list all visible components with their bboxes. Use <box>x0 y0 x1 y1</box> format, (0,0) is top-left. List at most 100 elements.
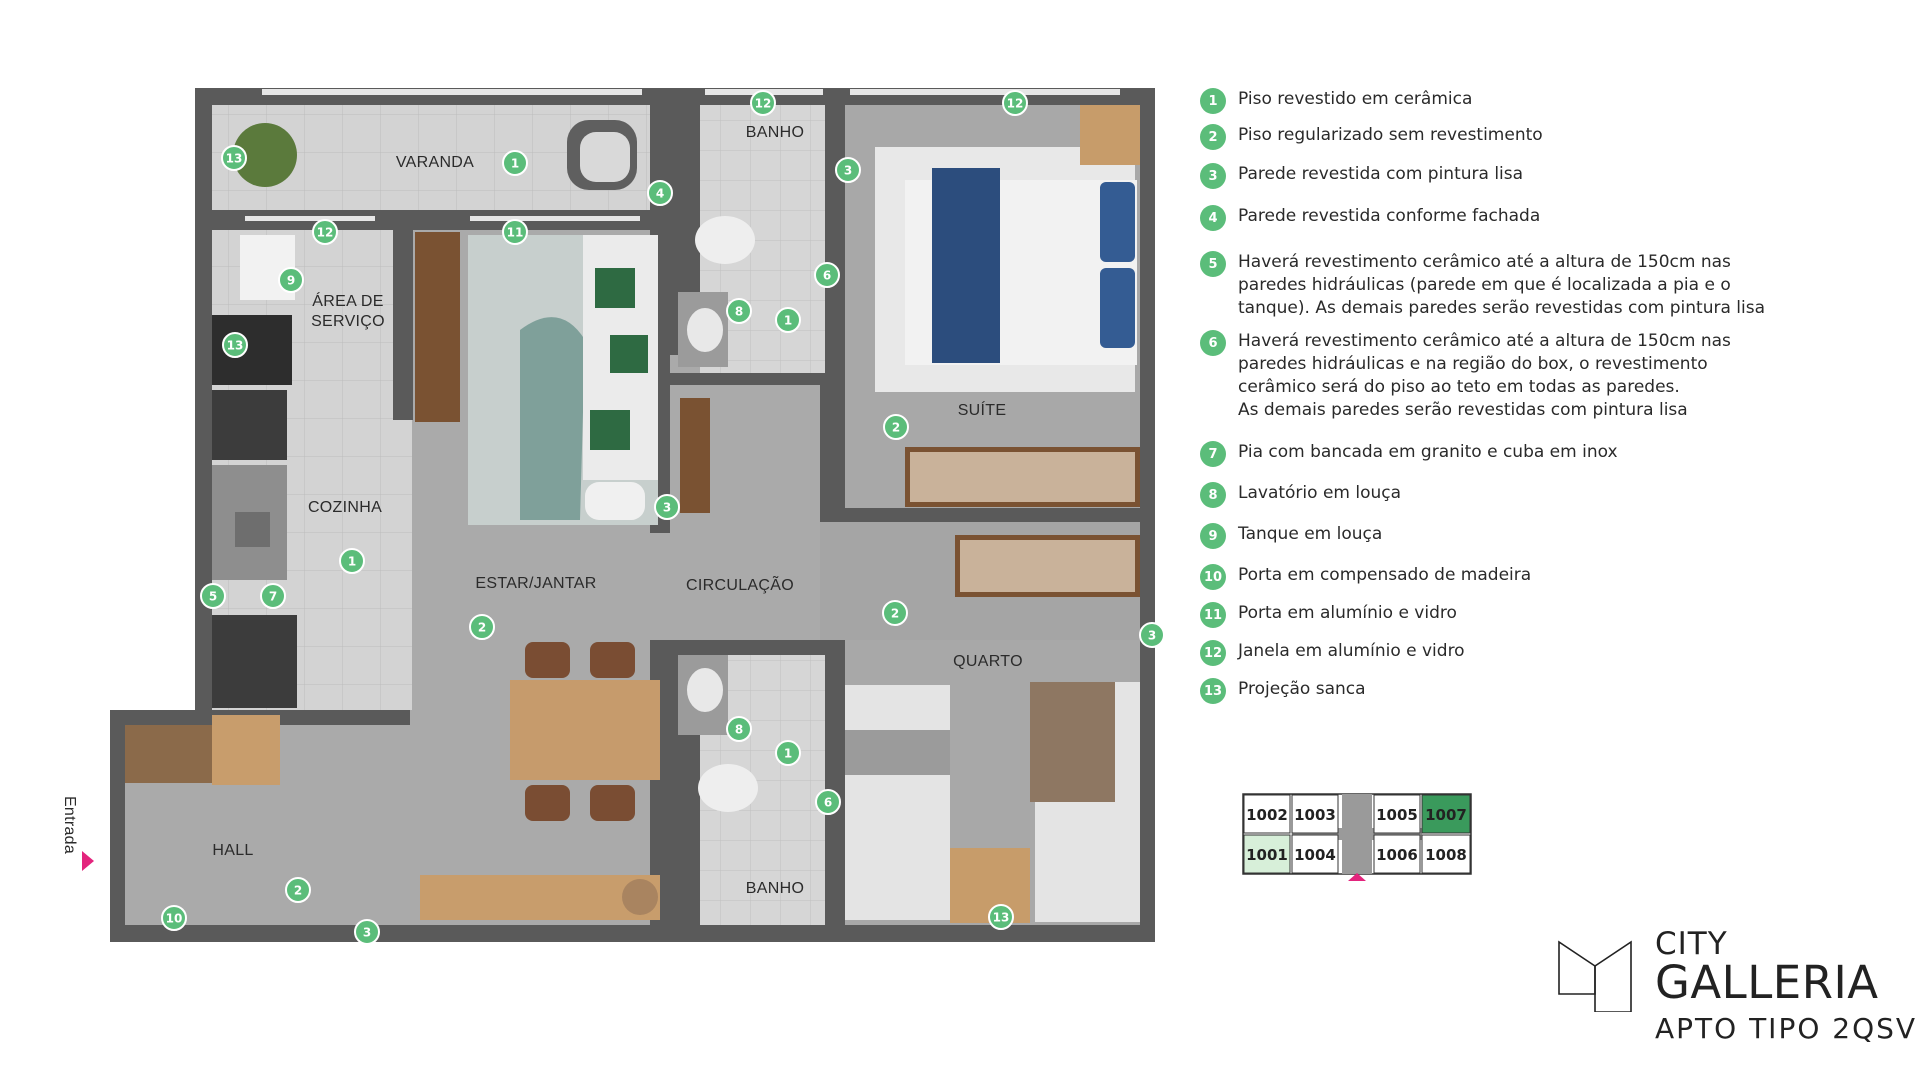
svg-text:3: 3 <box>844 164 852 178</box>
legend-item: 10 Porta em compensado de madeira <box>1200 564 1531 590</box>
logo-icon <box>1558 940 1632 1012</box>
room-label-varanda: VARANDA <box>396 154 474 171</box>
legend-number: 8 <box>1200 482 1226 508</box>
stove <box>212 390 287 460</box>
svg-text:1006: 1006 <box>1376 846 1418 864</box>
legend-text: Piso revestido em cerâmica <box>1238 89 1473 109</box>
room-label-cozinha: COZINHA <box>308 499 382 516</box>
svg-text:1002: 1002 <box>1246 806 1288 824</box>
legend-item: 12 Janela em alumínio e vidro <box>1200 640 1465 666</box>
room-label-banho-bottom: BANHO <box>746 880 804 897</box>
key-plan-unit-1004: 1004 <box>1291 834 1339 874</box>
toilet-bottom <box>698 764 758 812</box>
svg-text:2: 2 <box>294 884 302 898</box>
svg-text:1: 1 <box>784 314 792 328</box>
hall-console <box>420 875 660 920</box>
legend-number: 10 <box>1200 564 1226 590</box>
fridge <box>212 615 297 708</box>
quarto-bed-left <box>845 685 950 920</box>
plan-marker-8: 8 <box>726 716 752 742</box>
svg-text:12: 12 <box>755 97 772 111</box>
plan-marker-8: 8 <box>726 298 752 324</box>
plan-marker-7: 7 <box>260 583 286 609</box>
plan-marker-3: 3 <box>1139 622 1165 648</box>
plan-marker-6: 6 <box>814 262 840 288</box>
legend-item: 11 Porta em alumínio e vidro <box>1200 602 1457 628</box>
entrance-label: Entrada <box>61 796 78 854</box>
legend-number: 12 <box>1200 640 1226 666</box>
plan-marker-9: 9 <box>278 267 304 293</box>
room-label-hall: HALL <box>212 842 253 859</box>
plan-marker-2: 2 <box>285 877 311 903</box>
plan-marker-2: 2 <box>469 614 495 640</box>
legend-number: 11 <box>1200 602 1226 628</box>
svg-text:10: 10 <box>166 912 183 926</box>
brand-subtitle: APTO TIPO 2QSV <box>1655 1012 1918 1045</box>
legend-text: Parede revestida com pintura lisa <box>1238 164 1524 184</box>
svg-text:1: 1 <box>511 157 519 171</box>
plan-marker-12: 12 <box>1002 90 1028 116</box>
plan-marker-3: 3 <box>654 494 680 520</box>
plan-marker-2: 2 <box>883 414 909 440</box>
room-label-estar-jantar: ESTAR/JANTAR <box>475 575 596 592</box>
svg-text:1004: 1004 <box>1294 846 1336 864</box>
plan-marker-6: 6 <box>815 789 841 815</box>
legend-text: Haverá revestimento cerâmico até a altur… <box>1238 252 1766 318</box>
brand-city: CITY <box>1655 926 1728 962</box>
svg-text:1008: 1008 <box>1425 846 1467 864</box>
svg-text:2: 2 <box>892 421 900 435</box>
key-plan-unit-1003: 1003 <box>1291 794 1339 834</box>
plan-marker-5: 5 <box>200 583 226 609</box>
entrance-arrow-icon <box>82 851 94 871</box>
svg-text:13: 13 <box>226 152 243 166</box>
svg-text:9: 9 <box>287 274 295 288</box>
plan-marker-1: 1 <box>502 150 528 176</box>
key-plan-unit-1006: 1006 <box>1373 834 1421 874</box>
legend-number: 13 <box>1200 678 1226 704</box>
svg-text:3: 3 <box>1148 629 1156 643</box>
svg-text:2: 2 <box>478 621 486 635</box>
plan-marker-11: 11 <box>502 219 528 245</box>
legend-text: Pia com bancada em granito e cuba em ino… <box>1238 442 1618 462</box>
key-plan-unit-1005: 1005 <box>1373 794 1421 834</box>
legend-number: 7 <box>1200 441 1226 467</box>
room-label-quarto: QUARTO <box>953 653 1023 670</box>
brand-block: CITY GALLERIA APTO TIPO 2QSV <box>1555 928 1917 1045</box>
key-plan-unit-1001: 1001 <box>1243 834 1291 874</box>
tv-stand <box>415 232 460 422</box>
svg-text:12: 12 <box>1007 97 1024 111</box>
legend-text: Porta em compensado de madeira <box>1238 565 1532 585</box>
svg-text:3: 3 <box>663 501 671 515</box>
legend-text: Janela em alumínio e vidro <box>1238 641 1465 661</box>
legend-number: 3 <box>1200 163 1226 189</box>
svg-text:1003: 1003 <box>1294 806 1336 824</box>
key-plan-unit-1008: 1008 <box>1421 834 1471 874</box>
plan-marker-3: 3 <box>354 919 380 945</box>
legend-number: 2 <box>1200 124 1226 150</box>
room-label-circulacao: CIRCULAÇÃO <box>686 574 794 594</box>
key-plan-unit-1002: 1002 <box>1243 794 1291 834</box>
legend-text: Tanque em louça <box>1238 524 1383 544</box>
svg-text:8: 8 <box>735 305 743 319</box>
legend-number: 5 <box>1200 251 1226 277</box>
room-label-suite: SUÍTE <box>958 400 1007 419</box>
svg-text:6: 6 <box>824 796 832 810</box>
legend-number: 9 <box>1200 523 1226 549</box>
svg-text:6: 6 <box>823 269 831 283</box>
legend-text: Porta em alumínio e vidro <box>1238 603 1457 623</box>
plan-marker-2: 2 <box>882 600 908 626</box>
svg-text:7: 7 <box>269 590 277 604</box>
plan-marker-1: 1 <box>775 740 801 766</box>
svg-text:1007: 1007 <box>1425 806 1467 824</box>
svg-text:13: 13 <box>227 339 244 353</box>
plan-marker-13: 13 <box>988 904 1014 930</box>
svg-text:12: 12 <box>317 226 334 240</box>
